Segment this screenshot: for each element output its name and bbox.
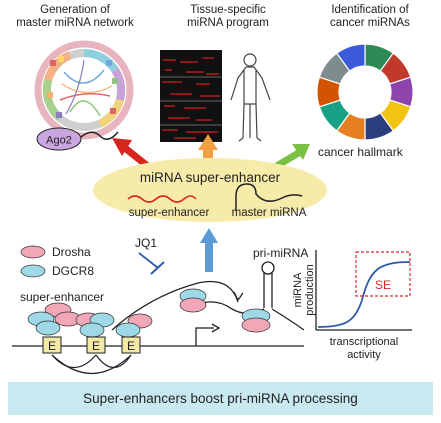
blue-arrow bbox=[205, 242, 213, 272]
orange-arrow-head bbox=[198, 134, 218, 150]
hub-master-label: master miRNA bbox=[232, 207, 307, 219]
transcript-path-arrow bbox=[233, 291, 244, 301]
hub-se-wave bbox=[127, 195, 197, 203]
x-axis-label-line2: activity bbox=[347, 349, 381, 361]
drosha-in-transit bbox=[179, 297, 207, 313]
enhancer-label-1: E bbox=[48, 339, 56, 353]
network-title-line2: master miRNA network bbox=[16, 17, 134, 29]
enhancer-label-3: E bbox=[127, 339, 135, 353]
dgcr8-legend-icon bbox=[20, 264, 46, 278]
ago2-label: Ago2 bbox=[46, 135, 72, 147]
blue-arrow-head bbox=[200, 228, 218, 243]
tissue-title-line1: Tissue-specific bbox=[190, 4, 266, 16]
hallmark-wheel-center bbox=[340, 67, 390, 117]
orange-arrow bbox=[203, 148, 213, 166]
se-threshold-box bbox=[355, 251, 411, 297]
super-enhancer-hub bbox=[93, 158, 327, 222]
jq1-inhibit-line bbox=[138, 252, 159, 269]
tissue-heatmap bbox=[160, 50, 222, 142]
transcript-path bbox=[111, 280, 239, 331]
enhancer-element-2: E bbox=[86, 336, 106, 354]
y-axis-label-line2: production bbox=[304, 264, 316, 315]
summary-text: Super-enhancers boost pri-miRNA processi… bbox=[83, 391, 358, 406]
cancer-title-line2: cancer miRNAs bbox=[330, 17, 410, 29]
network-circos-plot bbox=[34, 40, 134, 140]
cancer-hallmark-label: cancer hallmark bbox=[318, 145, 404, 159]
hallmark-segment bbox=[335, 43, 366, 72]
ago2-protein: Ago2 bbox=[36, 127, 119, 151]
enhancer-element-3: E bbox=[121, 336, 141, 354]
cancer-title-line1: Identification of bbox=[331, 4, 409, 16]
tissue-title: Tissue-specific miRNA program bbox=[158, 4, 298, 30]
cancer-hallmark-wheel bbox=[316, 43, 414, 141]
tss-arrow-head bbox=[211, 323, 221, 333]
pri-mirna-label: pri-miRNA bbox=[253, 246, 308, 260]
super-enhancer-label: super-enhancer bbox=[20, 290, 104, 304]
x-axis-label-line1: transcriptional bbox=[330, 336, 398, 348]
cancer-title: Identification of cancer miRNAs bbox=[300, 4, 440, 30]
jq1-inhibit-bar bbox=[150, 261, 165, 275]
drosha-label: Drosha bbox=[52, 245, 91, 259]
tissue-title-line2: miRNA program bbox=[187, 17, 269, 29]
drosha-on-primirna bbox=[241, 317, 271, 333]
drosha-legend-icon bbox=[20, 245, 46, 259]
summary-banner: Super-enhancers boost pri-miRNA processi… bbox=[8, 382, 433, 415]
human-body-icon bbox=[230, 53, 271, 142]
dgcr8-label: DGCR8 bbox=[52, 264, 94, 278]
enhancer-protein-cluster bbox=[27, 302, 153, 338]
se-label: SE bbox=[375, 278, 391, 292]
y-axis-label-line1: miRNA bbox=[292, 272, 304, 307]
jq1-label: JQ1 bbox=[135, 236, 157, 250]
green-arrow-head bbox=[292, 144, 310, 160]
hub-title: miRNA super-enhancer bbox=[140, 170, 281, 185]
production-curve bbox=[317, 261, 411, 328]
red-arrow-head bbox=[112, 138, 132, 156]
enhancer-element-1: E bbox=[42, 336, 62, 354]
network-title: Generation of master miRNA network bbox=[2, 4, 148, 30]
hub-master-mirna-hairpin bbox=[235, 183, 303, 211]
hub-se-label: super-enhancer bbox=[129, 207, 210, 219]
enhancer-label-2: E bbox=[92, 339, 100, 353]
network-title-line1: Generation of bbox=[40, 4, 110, 16]
production-curve-plot: SE miRNA production transcriptional acti… bbox=[292, 250, 412, 361]
tss-arrow bbox=[195, 327, 214, 346]
enhancer-interaction-loops bbox=[51, 354, 132, 375]
